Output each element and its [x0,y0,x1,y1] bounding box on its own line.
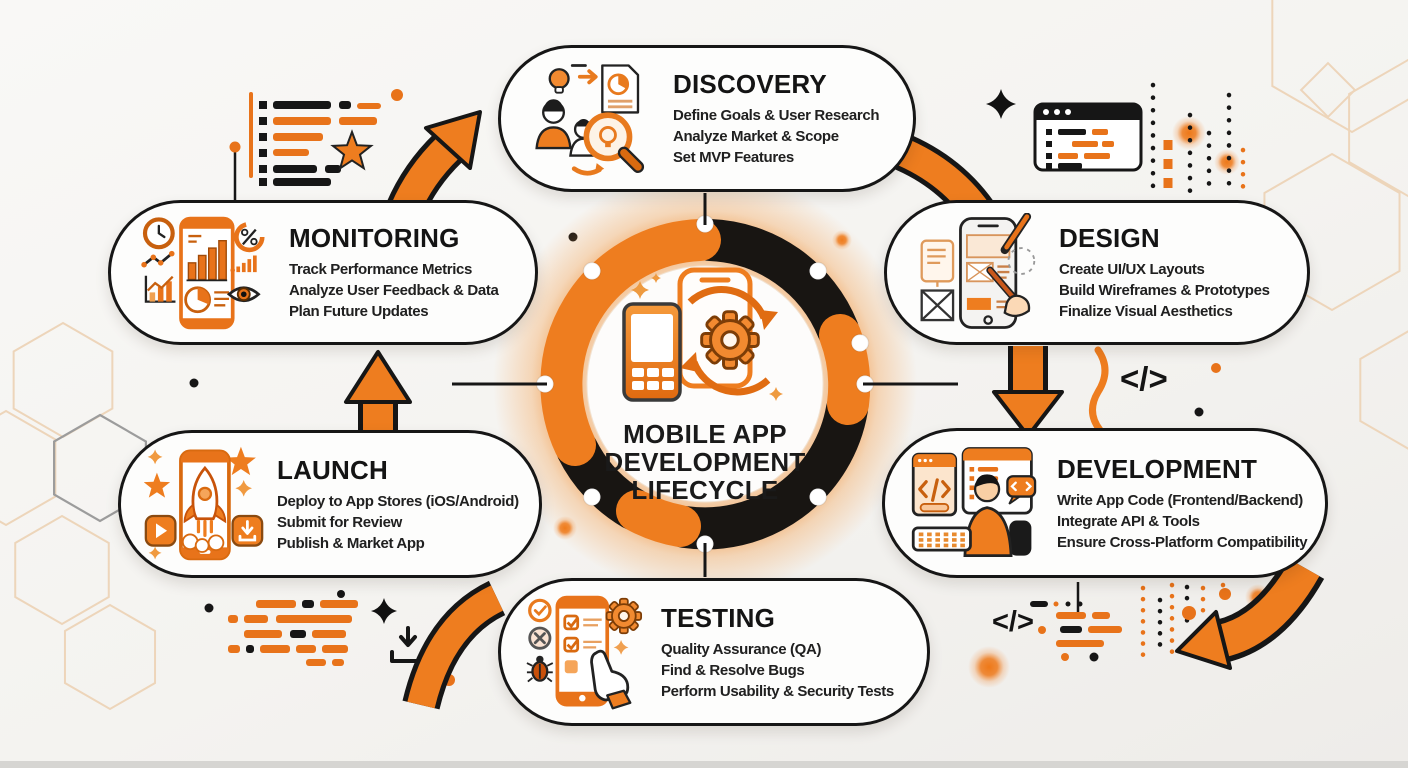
browser-window-icon [1033,102,1143,172]
stage-line: Publish & Market App [277,534,425,552]
stage-line: Set MVP Features [673,149,794,166]
code-dashes-top-left [249,92,381,186]
stage-line: Write App Code (Frontend/Backend) [1057,491,1303,509]
discovery-icon [511,58,673,180]
monitoring-icon [121,213,289,333]
stage-line: Build Wireframes & Prototypes [1059,282,1270,299]
hub-title: MOBILE APP DEVELOPMENT LIFECYCLE [563,420,847,504]
stage-line: Perform Usability & Security Tests [661,682,894,700]
stage-line: Plan Future Updates [289,303,429,320]
stage-line: Analyze Market & Scope [673,128,839,145]
mobile-app-cycle-icon [622,267,783,402]
connector-lines [452,193,958,577]
bottom-edge-strip [0,761,1408,768]
stage-line: Define Goals & User Research [673,107,880,124]
dotted-columns-top-right [1150,82,1246,198]
stage-line: Deploy to App Stores (iOS/Android) [277,492,519,510]
stage-line: Track Performance Metrics [289,261,473,278]
stage-line: Submit for Review [277,513,402,531]
arrow-launch-to-monitoring [344,350,412,432]
testing-icon [511,591,661,713]
star-icon [331,131,373,170]
stage-title: LAUNCH [277,454,388,485]
stage-line: Analyze User Feedback & Data [289,282,499,299]
stage-title: MONITORING [289,223,460,253]
stage-line: Create UI/UX Layouts [1059,261,1205,278]
development-icon [895,443,1057,563]
stage-card-discovery: DISCOVERY Define Goals & User Research A… [498,45,916,192]
code-symbol-bottom: </> [992,606,1034,638]
arrow-development-to-testing [1175,556,1325,670]
hub-title-line3: LIFECYCLE [631,475,779,506]
stage-card-design: DESIGN Create UI/UX Layouts Build Wirefr… [884,200,1310,345]
stage-line: Finalize Visual Aesthetics [1059,303,1233,320]
stage-title: DEVELOPMENT [1057,453,1258,484]
stage-line: Quality Assurance (QA) [661,640,822,658]
hub-title-line2: DEVELOPMENT [604,447,806,478]
launch-icon [131,443,277,565]
hexagon-pattern [0,0,1408,709]
stage-title: DISCOVERY [673,69,827,99]
stage-card-development: DEVELOPMENT Write App Code (Frontend/Bac… [882,428,1328,578]
pin-lines [229,141,1080,612]
design-icon [897,212,1059,333]
stage-card-launch: LAUNCH Deploy to App Stores (iOS/Android… [118,430,542,578]
stage-line: Ensure Cross-Platform Compatibility [1057,533,1308,551]
hub-title-line1: MOBILE APP [623,419,787,449]
code-dashes-bottom-left [228,600,358,666]
stage-title: DESIGN [1059,223,1160,253]
arrow-testing-to-launch [402,580,506,710]
wavy-line [1089,346,1109,434]
code-dashes-bottom-right [1030,601,1122,647]
stage-title: TESTING [661,602,776,633]
stage-line: Find & Resolve Bugs [661,661,805,679]
stage-card-testing: TESTING Quality Assurance (QA) Find & Re… [498,578,930,726]
dotted-columns-bottom-right [1140,582,1231,668]
arrow-monitoring-to-discovery [386,110,482,219]
code-symbol-right: </> [1120,360,1168,397]
stage-card-monitoring: MONITORING Track Performance Metrics Ana… [108,200,538,345]
stage-line: Integrate API & Tools [1057,512,1200,530]
arrow-design-to-development [992,346,1064,438]
